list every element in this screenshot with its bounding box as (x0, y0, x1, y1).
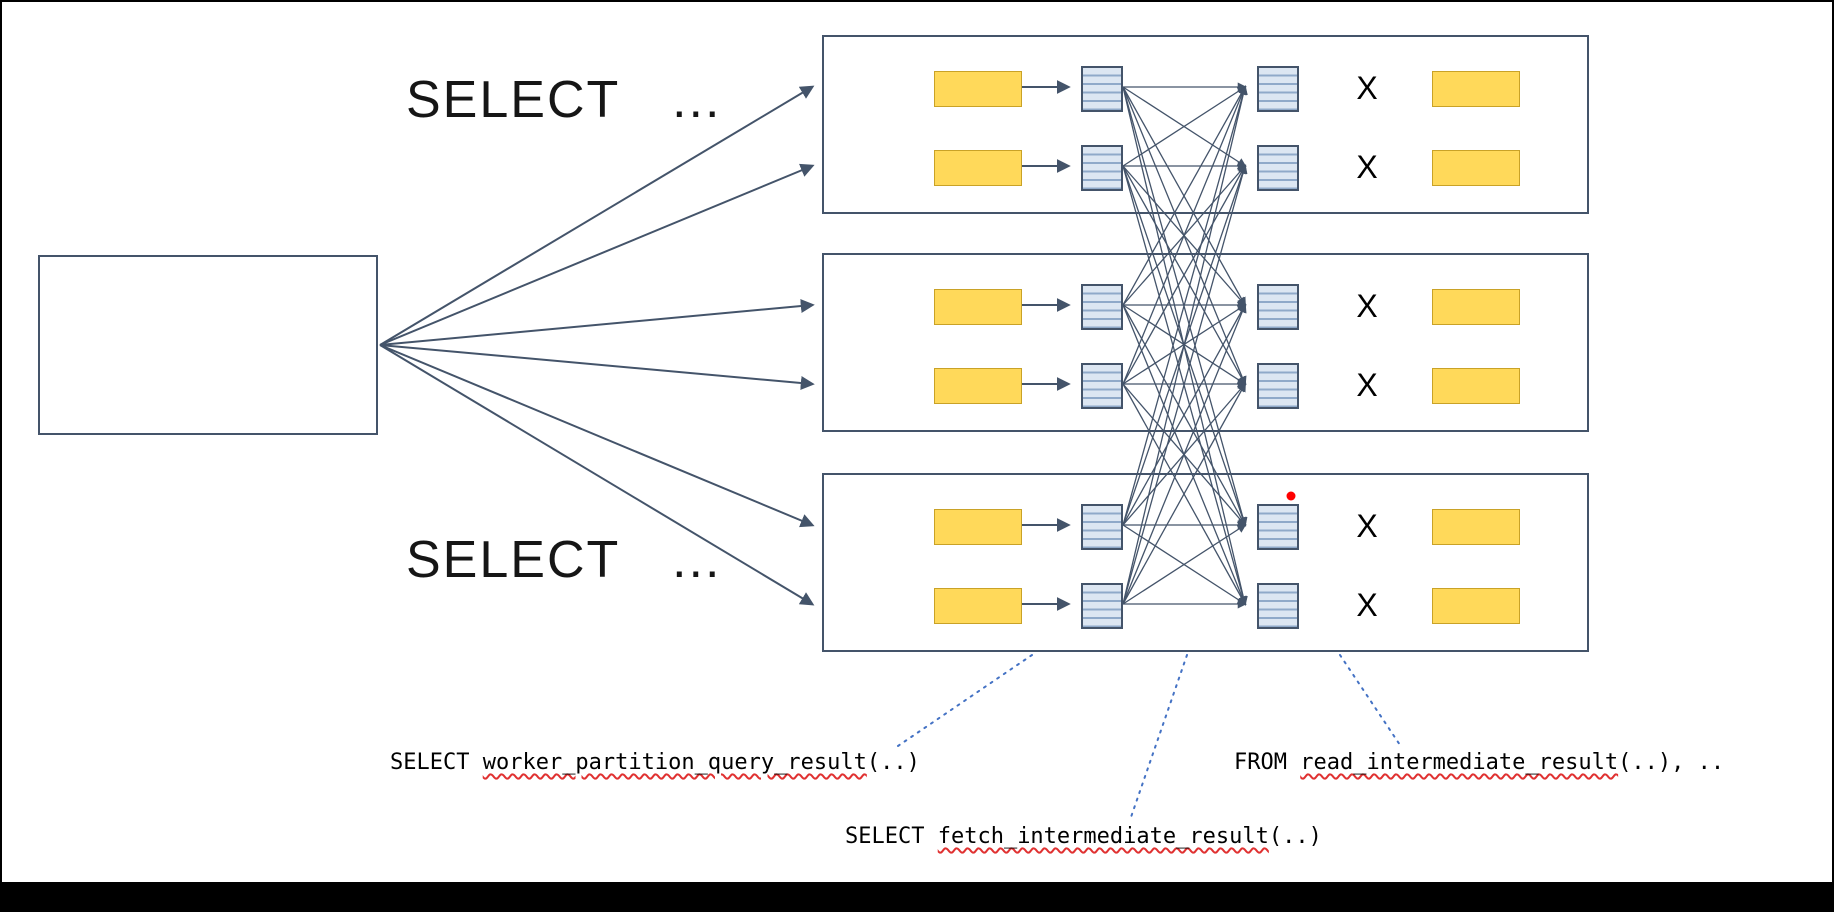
intermediate-file-icon (1081, 583, 1123, 629)
shard-rect (1432, 588, 1520, 624)
code-keyword: FROM (1234, 750, 1301, 775)
code-function-name: fetch_intermediate_result (937, 824, 1269, 849)
join-x-mark: X (1356, 367, 1378, 403)
join-x-mark: X (1356, 288, 1378, 324)
code-args: (..), .. (1618, 750, 1725, 775)
intermediate-file-icon (1081, 363, 1123, 409)
shard-rect (1432, 509, 1520, 545)
code-keyword: SELECT (390, 750, 483, 775)
shard-rect (1432, 150, 1520, 186)
shard-rect (934, 368, 1022, 404)
worker-node-box-3: X X (822, 473, 1589, 652)
intermediate-file-icon (1257, 284, 1299, 330)
shard-rect (934, 509, 1022, 545)
annotation-worker-partition-query: SELECT worker_partition_query_result(..) (390, 750, 920, 775)
shard-rect (934, 150, 1022, 186)
intermediate-file-icon (1257, 583, 1299, 629)
shard-rect (1432, 368, 1520, 404)
join-x-mark: X (1356, 587, 1378, 623)
intermediate-file-icon (1257, 504, 1299, 550)
intermediate-file-icon (1257, 66, 1299, 112)
join-x-mark: X (1356, 70, 1378, 106)
code-function-name: worker_partition_query_result (482, 750, 867, 775)
shard-rect (934, 289, 1022, 325)
code-keyword: SELECT (845, 824, 938, 849)
code-args: (..) (866, 750, 920, 775)
shard-rect (934, 588, 1022, 624)
intermediate-file-icon (1257, 363, 1299, 409)
join-x-mark: X (1356, 508, 1378, 544)
intermediate-file-icon (1257, 145, 1299, 191)
shard-rect (1432, 71, 1520, 107)
intermediate-file-icon (1081, 284, 1123, 330)
slide-bottom-bar (2, 882, 1832, 910)
select-query-label-bottom: SELECT … (406, 531, 724, 589)
code-function-name: read_intermediate_result (1300, 750, 1619, 775)
intermediate-file-icon (1081, 504, 1123, 550)
shard-rect (1432, 289, 1520, 325)
shard-rect (934, 71, 1022, 107)
annotation-read-intermediate-result: FROM read_intermediate_result(..), .. (1234, 750, 1724, 775)
intermediate-file-icon (1081, 66, 1123, 112)
coordinator-box (38, 255, 378, 435)
select-query-label-top: SELECT … (406, 71, 724, 129)
join-x-mark: X (1356, 149, 1378, 185)
worker-node-box-1: X X (822, 35, 1589, 214)
code-args: (..) (1268, 824, 1322, 849)
worker-node-box-2: X X (822, 253, 1589, 432)
annotation-fetch-intermediate-result: SELECT fetch_intermediate_result(..) (845, 824, 1322, 849)
intermediate-file-icon (1081, 145, 1123, 191)
